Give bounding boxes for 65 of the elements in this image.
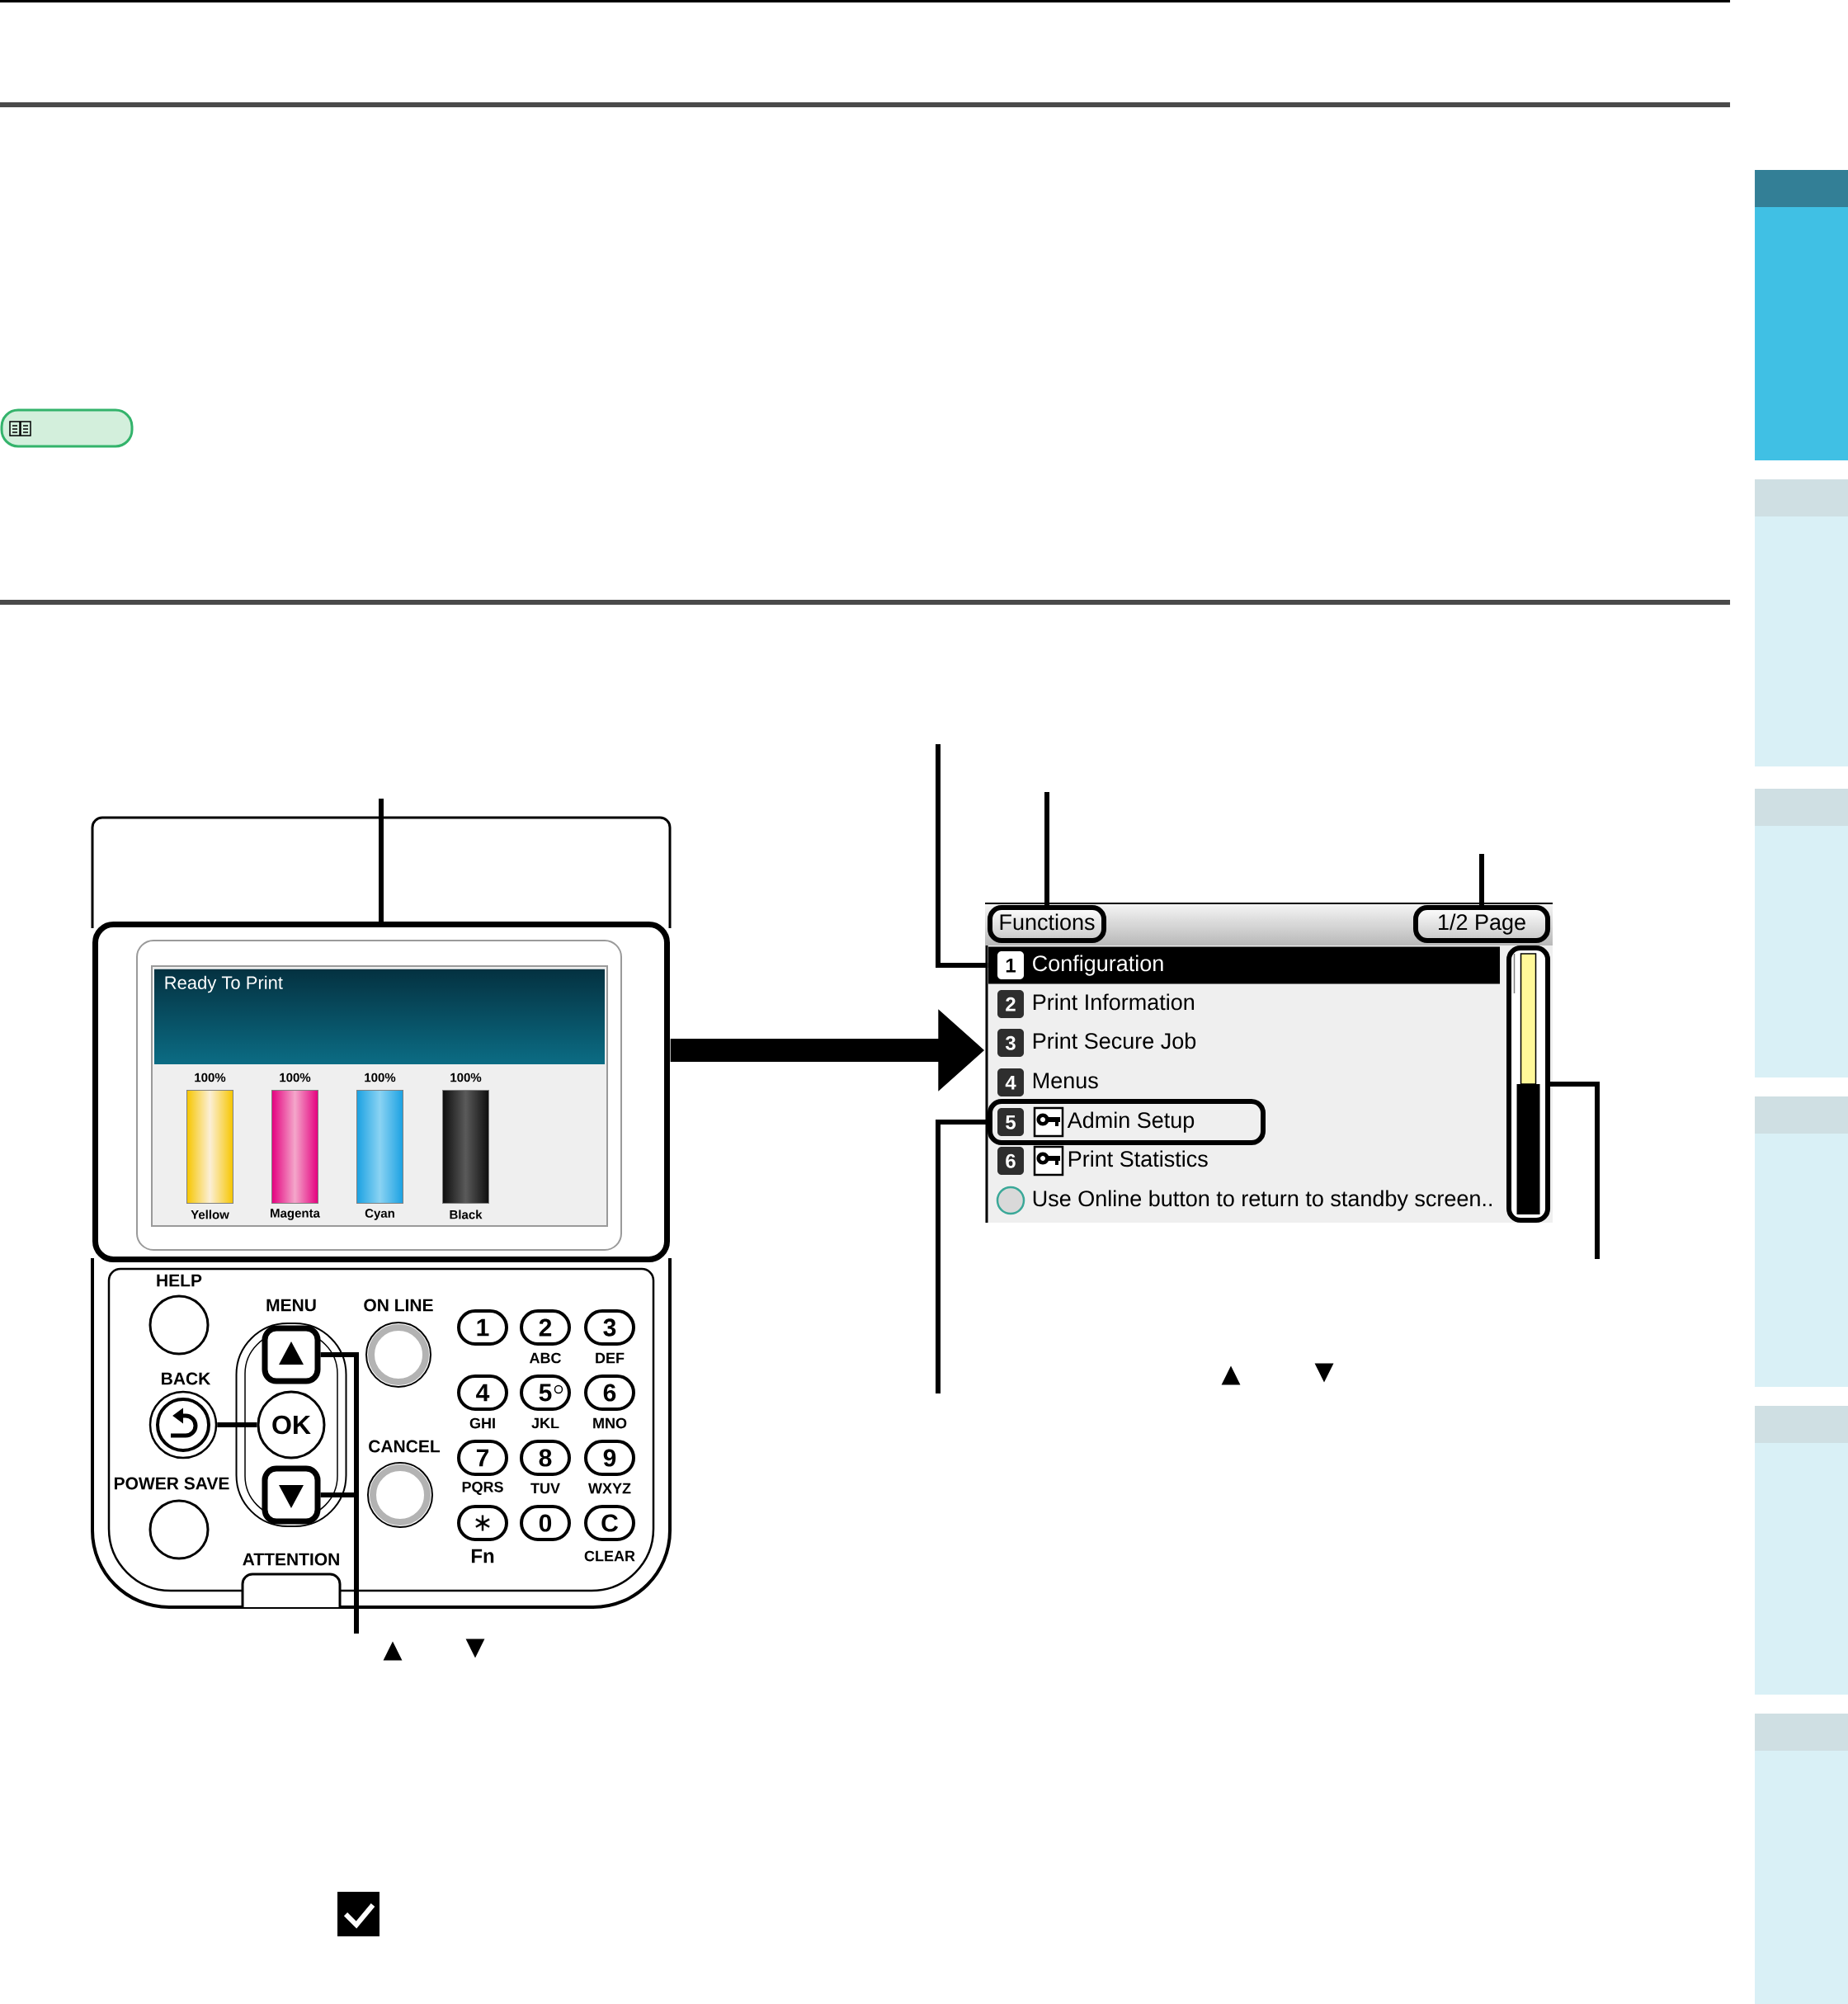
number-badge: 6 <box>997 1147 1024 1175</box>
key-letters: TUV <box>530 1483 560 1494</box>
number-badge: 5 <box>997 1108 1024 1136</box>
leader-line <box>379 799 384 922</box>
color-label: Magenta <box>271 1209 320 1220</box>
color-label: Yellow <box>191 1209 229 1219</box>
button-label: ATTENTION <box>243 1553 339 1566</box>
number-badge: 3 <box>997 1029 1024 1057</box>
triangle-symbol: ▲ <box>383 1641 403 1661</box>
number-badge: 4 <box>997 1068 1024 1096</box>
header-tab: Functions <box>988 905 1106 943</box>
keypad-key: 3 <box>584 1309 635 1346</box>
button-label: MENU <box>266 1299 316 1312</box>
percent-label: 100% <box>280 1073 311 1082</box>
key-letters: CLEAR <box>584 1550 635 1562</box>
keypad-key: 9 <box>584 1440 635 1476</box>
menu-item: Print Statistics <box>1068 1150 1208 1167</box>
menu-item: Configuration <box>1033 955 1163 976</box>
button-label: BACK <box>162 1372 211 1385</box>
keypad-key: C <box>584 1505 635 1541</box>
keypad-key: ∗ <box>457 1505 508 1541</box>
status-message: Ready To Print <box>165 975 283 993</box>
keypad-key: 5 <box>520 1375 571 1411</box>
key-letters: WXYZ <box>588 1483 631 1494</box>
key-letters: MNO <box>593 1417 627 1429</box>
key-letters: PQRS <box>462 1481 503 1496</box>
triangle-symbol: ▼ <box>465 1639 485 1658</box>
button-label: ON LINE <box>364 1299 433 1312</box>
menu-item: Use Online button to return to standby screen.. <box>1033 1190 1492 1211</box>
key-letters: DEF <box>596 1352 625 1364</box>
key-letters: JKL <box>531 1417 559 1429</box>
keypad-key: 4 <box>457 1375 508 1411</box>
keypad-key: 0 <box>520 1505 571 1541</box>
percent-label: 100% <box>365 1073 396 1082</box>
number-badge: 2 <box>997 990 1024 1018</box>
keypad-key: 6 <box>584 1375 635 1411</box>
keypad-key: 1 <box>457 1309 508 1346</box>
key-letters: ABC <box>529 1352 561 1364</box>
triangle-symbol: ▲ <box>1221 1365 1241 1385</box>
key-letters: GHI <box>469 1417 495 1429</box>
keypad-key: 8 <box>520 1440 571 1476</box>
color-label: Cyan <box>365 1209 394 1220</box>
button-label: POWER SAVE <box>115 1477 229 1490</box>
ok-button: OK <box>257 1390 326 1459</box>
key-letters: Fn <box>471 1549 494 1563</box>
menu-item: Print Information <box>1033 993 1195 1011</box>
percent-label: 100% <box>195 1073 226 1082</box>
leader-line <box>1479 854 1485 905</box>
menu-item: Print Secure Job <box>1033 1032 1196 1049</box>
color-label: Black <box>450 1209 483 1219</box>
triangle-symbol: ▼ <box>1314 1363 1334 1383</box>
leader-line <box>936 744 988 968</box>
button-label: CANCEL <box>369 1440 441 1453</box>
menu-item: Menus <box>1033 1073 1098 1089</box>
button-label: HELP <box>157 1274 202 1287</box>
control-panel <box>91 816 672 1609</box>
connector-line <box>217 1422 257 1427</box>
percent-label: 100% <box>450 1073 482 1082</box>
leader-line <box>1044 792 1049 905</box>
keypad-key: 7 <box>457 1440 508 1476</box>
menu-item: Admin Setup <box>1067 1111 1195 1133</box>
header-tab: 1/2 Page <box>1413 905 1550 943</box>
number-badge: 1 <box>997 951 1024 979</box>
scrollbar <box>1506 945 1550 1223</box>
keypad-key: 2 <box>520 1309 571 1346</box>
